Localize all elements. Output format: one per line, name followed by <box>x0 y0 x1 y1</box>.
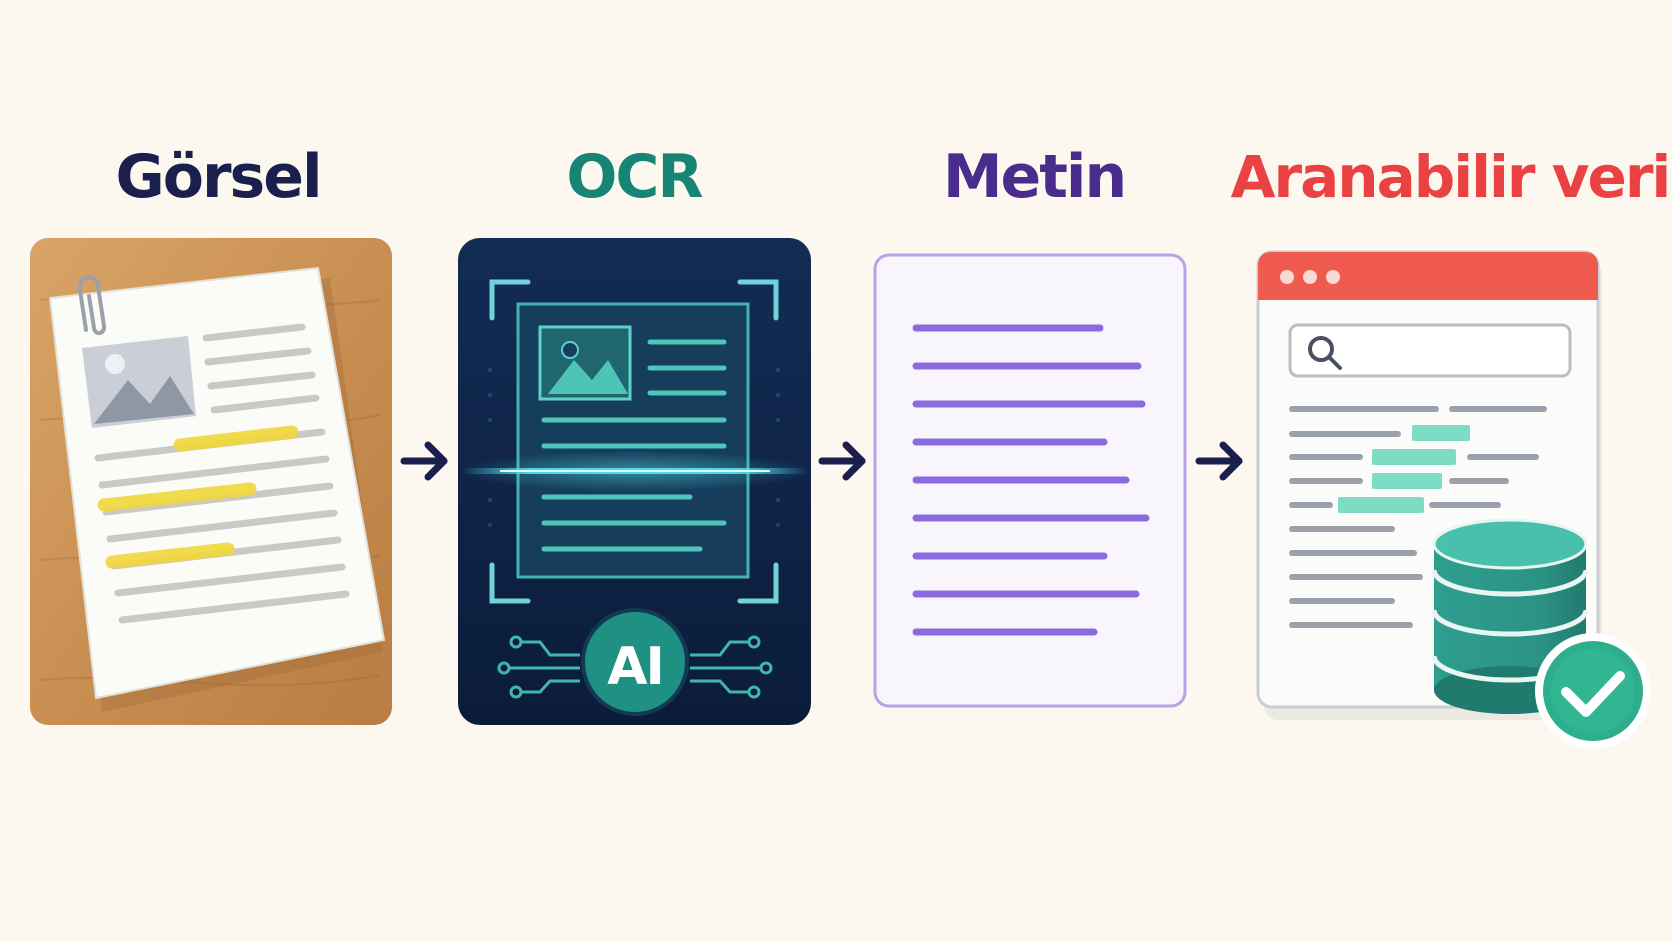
stage-title-searchable-data: Aranabilir veri <box>1230 143 1672 211</box>
image-document-card <box>30 238 392 725</box>
extracted-text-card <box>873 253 1187 708</box>
image-icon <box>82 336 196 428</box>
ai-chip-icon: AI <box>497 608 773 716</box>
stage-title-ocr: OCR <box>566 142 703 212</box>
ai-badge-label: AI <box>607 637 663 697</box>
stage-title-text: Metin <box>942 142 1127 212</box>
arrow-right-icon <box>1195 441 1243 481</box>
ocr-scanner-panel: AI <box>455 238 815 725</box>
stage-title-image: Görsel <box>115 142 322 212</box>
arrow-right-icon <box>400 441 448 481</box>
search-input <box>1288 323 1572 378</box>
arrow-right-icon <box>818 441 866 481</box>
checkmark-icon <box>1535 633 1651 749</box>
scan-frame-icon <box>489 279 779 604</box>
search-icon <box>1308 336 1342 370</box>
paperclip-icon <box>77 275 107 335</box>
